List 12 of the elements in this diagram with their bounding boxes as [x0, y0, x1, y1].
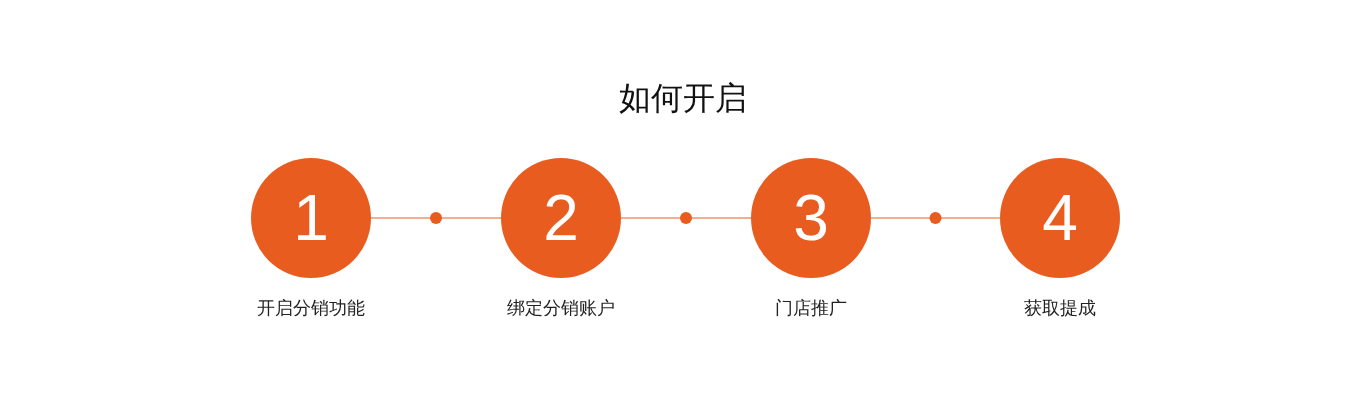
connector-line — [620, 217, 752, 219]
step-circle: 3 — [751, 158, 871, 278]
step-circle: 2 — [501, 158, 621, 278]
step-circle: 4 — [1000, 158, 1120, 278]
step-label: 开启分销功能 — [257, 296, 365, 320]
step-circle: 1 — [251, 158, 371, 278]
connector-line — [870, 217, 1001, 219]
step-label: 绑定分销账户 — [507, 296, 615, 320]
step-label: 门店推广 — [775, 296, 847, 320]
connector-line — [370, 217, 502, 219]
title: 如何开启 — [619, 78, 747, 118]
step-label: 获取提成 — [1024, 296, 1096, 320]
